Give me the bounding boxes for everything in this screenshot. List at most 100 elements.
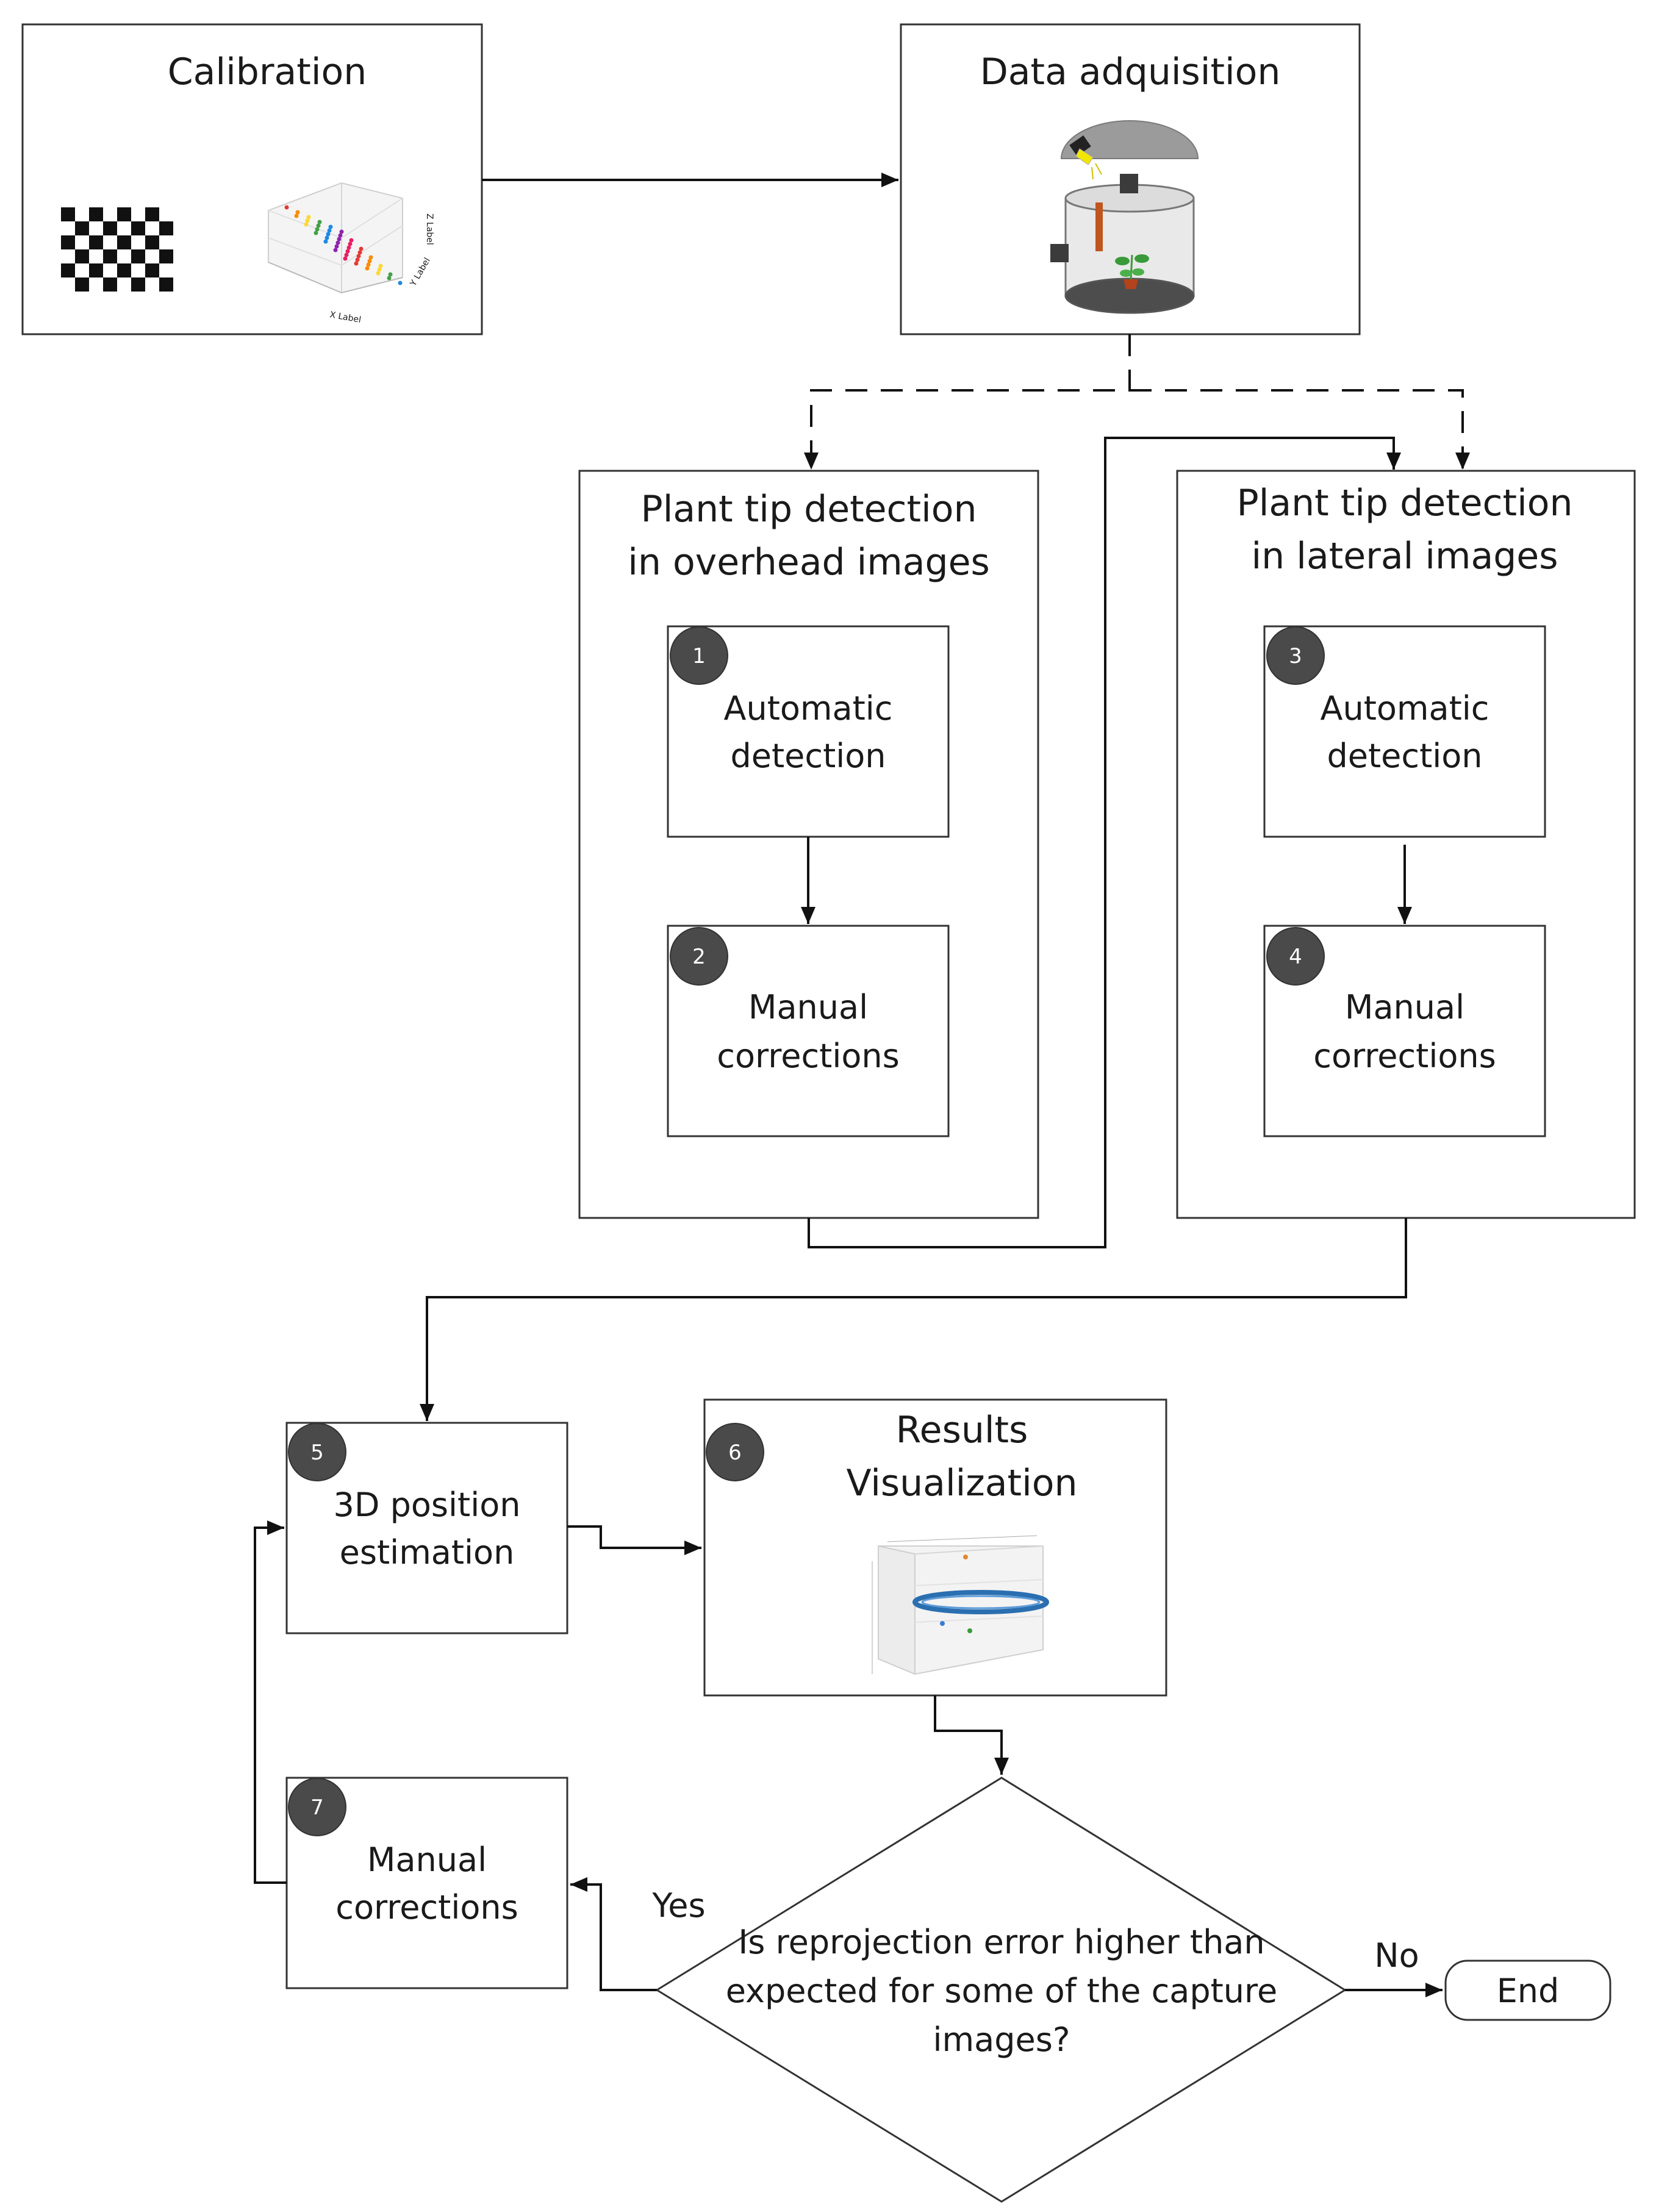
overhead-title-line1: Plant tip detection [641,488,977,531]
checkerboard-square [131,249,145,263]
calibration-dot [349,238,354,243]
arrow-estimation-to-results [567,1525,701,1555]
calibration-dot [387,276,392,281]
checkerboard-square [159,277,173,292]
lateral-manual-line2: corrections [1313,1037,1496,1075]
corrections-line1: Manual [367,1841,487,1879]
checkerboard-square [89,263,103,277]
calibration-dot [315,227,320,232]
overhead-auto-line2: detection [730,737,886,775]
checkerboard-square [75,221,89,235]
calibration-dot [366,262,371,267]
lateral-manual-line1: Manual [1345,988,1464,1026]
calibration-dot [295,210,300,215]
results-line2: Visualization [847,1462,1078,1505]
overhead-title-line2: in overhead images [628,541,990,584]
calibration-dot [328,224,333,229]
checkerboard-square [89,235,103,249]
data-acquisition-step: Data adquisition [900,23,1361,335]
checkerboard-square [75,277,89,292]
checkerboard-square [159,249,173,263]
dashed-connector-acquisition [804,334,1470,470]
checkerboard-square [75,249,89,263]
calibration-dot [348,242,353,246]
calibration-dot [337,237,342,242]
step-badge-1: 1 [670,626,728,685]
svg-text:Z Label: Z Label [425,213,434,245]
calibration-step: Calibration X Label Y Label Z Label [21,23,483,335]
calibration-dot [339,229,344,234]
decision-line2: expected for some of the capture [726,1972,1278,2010]
calibration-dot [326,232,331,237]
calibration-dot [335,240,340,245]
step-badge-5: 5 [288,1423,346,1481]
lateral-title-line1: Plant tip detection [1237,482,1573,524]
calibration-box [21,23,483,335]
calibration-dot [368,255,373,260]
checkerboard-square [61,263,75,277]
calibration-dot [305,218,310,223]
lateral-auto-line1: Automatic [1321,689,1489,728]
checkerboard-square [61,207,75,221]
overhead-detection-group: Plant tip detection in overhead images 1… [578,470,1039,1219]
calibration-dot [324,235,329,240]
calibration-dot [354,261,359,266]
calibration-dot [327,228,332,233]
calibration-dot [317,220,322,224]
svg-text:5: 5 [310,1441,324,1465]
end-label: End [1497,1972,1560,2010]
checkerboard-square [117,235,131,249]
step-badge-6: 6 [706,1423,764,1481]
lateral-auto-line2: detection [1327,737,1482,775]
calibration-dot [357,250,362,255]
checkerboard-square [145,263,159,277]
calibration-dot [378,263,383,268]
overhead-auto-line1: Automatic [724,689,893,728]
calibration-dot [356,254,361,259]
connector-overhead-to-lateral [808,437,1401,1248]
step-badge-3: 3 [1266,626,1325,685]
calibration-dot [377,267,382,272]
acquisition-chamber-icon [1050,120,1199,314]
overhead-manual-line2: corrections [717,1037,899,1075]
calibration-dot [334,244,339,249]
svg-text:3: 3 [1289,644,1302,668]
calibration-dot [367,259,372,263]
calibration-dot [388,272,393,277]
step-badge-2: 2 [670,927,728,986]
no-label: No [1374,1936,1419,1975]
arrow-results-to-decision [934,1695,1009,1775]
checkerboard-square [117,207,131,221]
calibration-dot [355,257,360,262]
calibration-dot [284,205,289,210]
calibration-title: Calibration [168,51,367,93]
checkerboard-square [159,221,173,235]
step-badge-7: 7 [288,1778,346,1836]
checkerboard-square [145,207,159,221]
data-acquisition-title: Data adquisition [980,51,1281,93]
results-3d-plot-image [872,1535,1049,1675]
estimation-step: 5 3D position estimation [285,1422,568,1634]
calibration-dot [316,223,321,228]
svg-text:2: 2 [692,945,706,969]
calibration-dot [306,215,311,220]
svg-text:7: 7 [310,1795,324,1820]
checkerboard-square [89,207,103,221]
svg-text:4: 4 [1289,945,1302,969]
calibration-dot [314,231,318,235]
step-badge-4: 4 [1266,927,1325,986]
overhead-manual-line1: Manual [748,988,868,1026]
end-terminator: End [1444,1960,1611,2021]
calibration-dot [338,233,343,238]
svg-text:6: 6 [728,1441,742,1465]
results-step: 6 Results Visualization [703,1398,1167,1697]
checkerboard-square [61,235,75,249]
calibration-dot [398,281,403,285]
calibration-dot [333,248,338,252]
calibration-dot [365,266,370,271]
checkerboard-square [131,221,145,235]
calibration-dot [294,213,299,218]
end-box [1444,1960,1611,2021]
estimation-line1: 3D position [334,1486,521,1524]
